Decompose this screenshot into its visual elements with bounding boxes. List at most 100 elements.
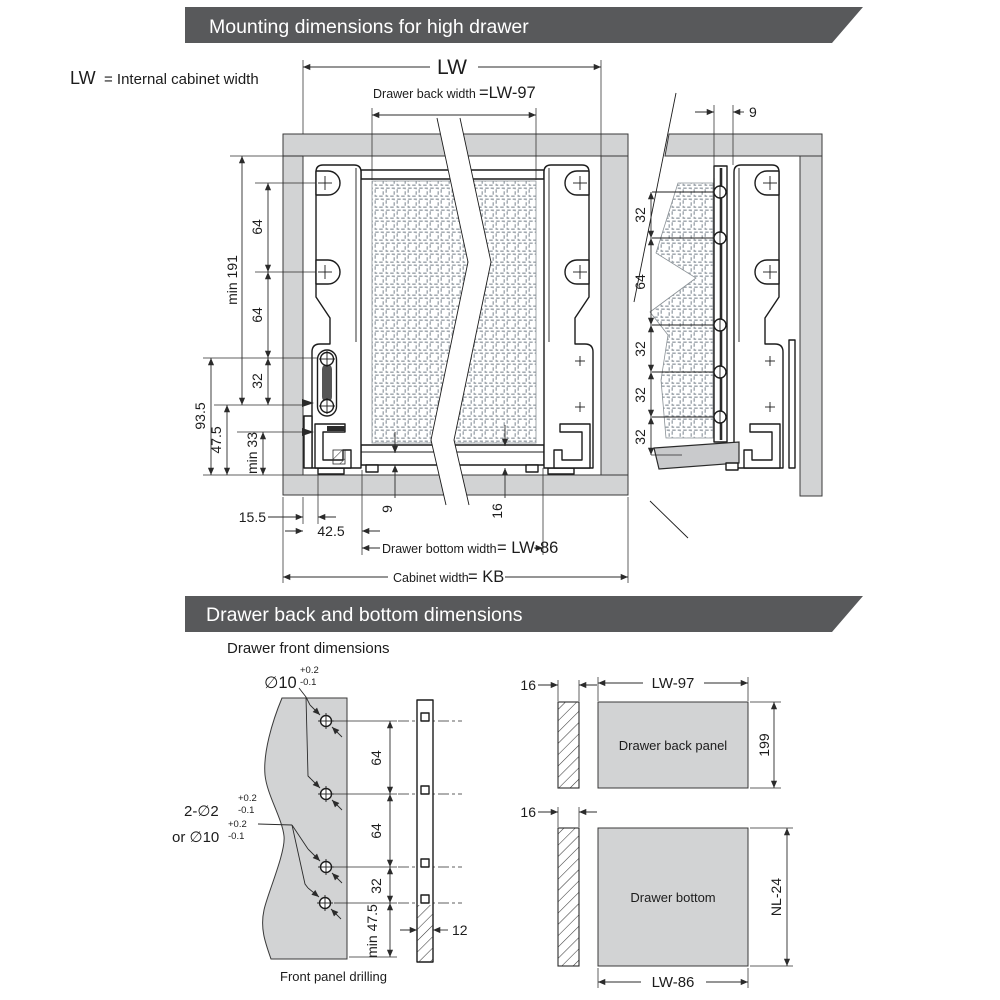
back-panel-drawing: 16 LW-97 Drawer back panel 199	[520, 675, 781, 789]
bottom-panel-label: Drawer bottom	[630, 890, 715, 905]
dim-9: 9	[749, 104, 757, 120]
banner-shape	[185, 596, 863, 632]
dim-155: 15.5	[239, 509, 266, 525]
banner-top-title: Mounting dimensions for high drawer	[209, 16, 529, 38]
bottom-panel-edge-view	[557, 827, 580, 967]
drawer-foot-left	[365, 464, 379, 473]
dim-bottom-width-value: = LW-86	[497, 539, 558, 557]
front-view-dimensions-top: LW Drawer back width =LW-97	[302, 56, 602, 180]
left-drawer-profile	[302, 164, 362, 469]
lw-definition: = Internal cabinet width	[104, 71, 259, 88]
label-or-d10: or ∅10	[172, 829, 219, 846]
front-panel-title: Drawer front dimensions	[227, 640, 390, 657]
label-2d2-tol-plus: +0.2	[238, 793, 257, 804]
drawer-foot-right	[525, 464, 539, 473]
bottom-panel-face	[597, 827, 749, 967]
cabinet-top-panel	[664, 133, 823, 157]
dim-935: 93.5	[192, 402, 208, 429]
banner-middle-title: Drawer back and bottom dimensions	[206, 604, 523, 626]
dim-bottom-width-text: Drawer bottom width	[382, 542, 497, 556]
runner-rail-profile	[553, 423, 591, 469]
dim-lw86: LW-86	[652, 974, 695, 991]
hole-cross-marks	[318, 176, 332, 279]
label-or-d10-tol-plus: +0.2	[228, 819, 247, 830]
right-drawer-profile	[543, 164, 594, 469]
front-view-dimensions-left: min 191 64 64 32 93.5 47.5 min 33	[192, 155, 318, 476]
back-panel-edge-view	[557, 701, 580, 789]
dim-64b: 64	[249, 307, 265, 323]
front-panel-dimensions: 64 64 32 min 47.5	[334, 720, 397, 958]
back-panel-face	[597, 701, 749, 789]
dim-min475: min 47.5	[364, 904, 380, 958]
diameter-labels: ∅10 +0.2 -0.1 2-∅2 +0.2 -0.1 or ∅10 +0.2…	[172, 665, 319, 846]
banner-drawer-back-bottom: Drawer back and bottom dimensions	[185, 596, 863, 632]
cabinet-side-wall	[799, 155, 823, 497]
runner-foot-right	[547, 467, 575, 475]
dim-32: 32	[368, 878, 384, 894]
side-view-dimensions: 9 32 64 32 32 32	[632, 104, 757, 456]
dim-64a: 64	[249, 219, 265, 235]
runner-bracket	[788, 339, 796, 469]
front-panel-edge-view: 12	[400, 699, 468, 963]
dim-199: 199	[756, 733, 772, 757]
label-or-d10-tol-minus: -0.1	[228, 831, 244, 842]
dim-64: 64	[632, 274, 648, 290]
dim-425: 42.5	[317, 523, 344, 539]
cabinet	[282, 133, 629, 496]
drawer-bottom-section	[653, 441, 740, 470]
dim-16-back: 16	[520, 677, 536, 693]
label-d10-tol-plus: +0.2	[300, 665, 319, 676]
leader-arrow-lower	[302, 428, 314, 436]
dim-lw97: LW-97	[652, 675, 695, 692]
break-line-top	[633, 92, 677, 303]
cabinet-left-wall	[282, 155, 304, 476]
drill-holes	[317, 713, 334, 911]
banner-shape	[185, 7, 863, 43]
label-2d2: 2-∅2	[184, 803, 219, 820]
front-panel-shape	[262, 697, 348, 960]
hole-cross-marks	[573, 176, 587, 412]
lw-term: LW	[70, 68, 96, 88]
dim-back-width-text: Drawer back width	[373, 87, 476, 101]
runner-foot-left	[317, 467, 345, 475]
dim-32d: 32	[632, 429, 648, 445]
lw-legend: LW = Internal cabinet width	[70, 68, 259, 88]
latch-mechanism	[303, 415, 352, 469]
dim-32c: 32	[632, 387, 648, 403]
dim-16: 16	[489, 503, 505, 519]
hole-leaders	[257, 687, 343, 920]
banner-mounting-dimensions: Mounting dimensions for high drawer	[185, 7, 863, 43]
leader-arrow-upper	[302, 399, 314, 407]
dim-lw: LW	[437, 56, 467, 79]
dim-min33: min 33	[244, 432, 260, 474]
dim-cabinet-width-text: Cabinet width	[393, 571, 469, 585]
hole-centerlines	[398, 720, 462, 904]
front-panel-drilling: Drawer front dimensions	[172, 640, 468, 984]
break-band	[430, 117, 492, 506]
dim-32b: 32	[632, 341, 648, 357]
front-panel-caption: Front panel drilling	[280, 969, 387, 984]
dim-min191: min 191	[224, 255, 240, 305]
front-view: LW Drawer back width =LW-97 min 191 64 6…	[192, 56, 629, 586]
drawer-back-mesh	[649, 182, 714, 439]
dim-16-bottom: 16	[520, 804, 536, 820]
adjuster-slot	[316, 349, 338, 417]
label-d10: ∅10	[264, 674, 297, 692]
back-panel-screws	[652, 185, 727, 424]
dim-cabinet-width-value: = KB	[468, 568, 504, 586]
label-d10-tol-minus: -0.1	[300, 677, 316, 688]
dim-64b: 64	[368, 823, 384, 839]
break-line-bottom	[649, 500, 689, 539]
drawer-profile-section	[733, 164, 784, 469]
dim-nl24: NL-24	[768, 878, 784, 916]
dim-475: 47.5	[208, 426, 224, 453]
dim-back-width-value: =LW-97	[479, 84, 536, 102]
dim-32: 32	[249, 373, 265, 389]
dim-32a: 32	[632, 207, 648, 223]
back-panel-label: Drawer back panel	[619, 738, 727, 753]
front-view-dimensions-bottom: 15.5 42.5 9 16 Drawer bottom width = LW-…	[239, 425, 629, 586]
dim-9: 9	[379, 505, 395, 513]
dim-12: 12	[452, 922, 468, 938]
